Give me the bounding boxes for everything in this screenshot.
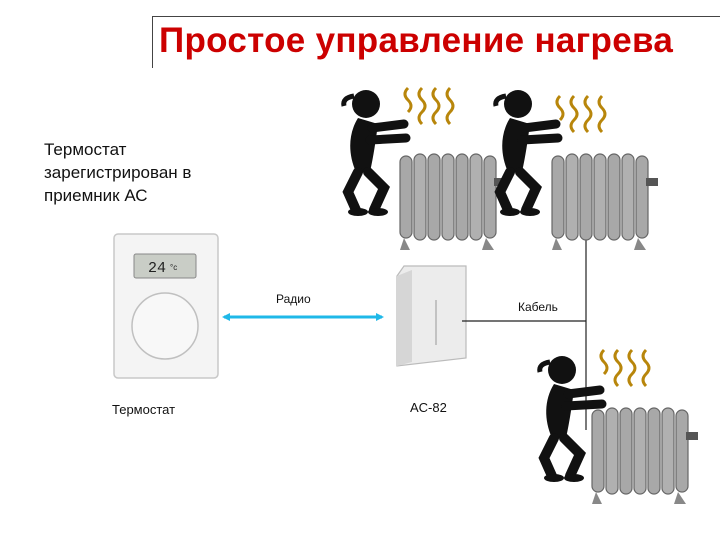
thermostat-caption: Термостат — [112, 402, 176, 417]
heat-waves-icon — [599, 348, 651, 388]
cable-label: Кабель — [518, 300, 558, 314]
radiator-icon — [591, 407, 699, 505]
heat-waves-icon — [403, 86, 455, 126]
radiator-icon — [551, 153, 659, 251]
radiator-icon — [399, 153, 507, 251]
receiver-caption: AC-82 — [410, 400, 447, 415]
receiver-icon — [396, 265, 467, 367]
page-title: Простое управление нагрева — [159, 21, 674, 60]
person-icon — [496, 90, 558, 216]
thermostat-display-unit: °c — [170, 263, 177, 272]
heat-waves-icon — [555, 94, 607, 134]
cable-line — [462, 240, 587, 430]
description-text: Термостат зарегистрирован в приемник АС — [44, 140, 192, 205]
person-icon — [344, 90, 406, 216]
title-frame: Простое управление нагрева — [152, 16, 720, 68]
radio-label: Радио — [276, 292, 311, 306]
thermostat-icon — [113, 233, 219, 379]
thermostat-display-value: 24 — [148, 260, 166, 277]
